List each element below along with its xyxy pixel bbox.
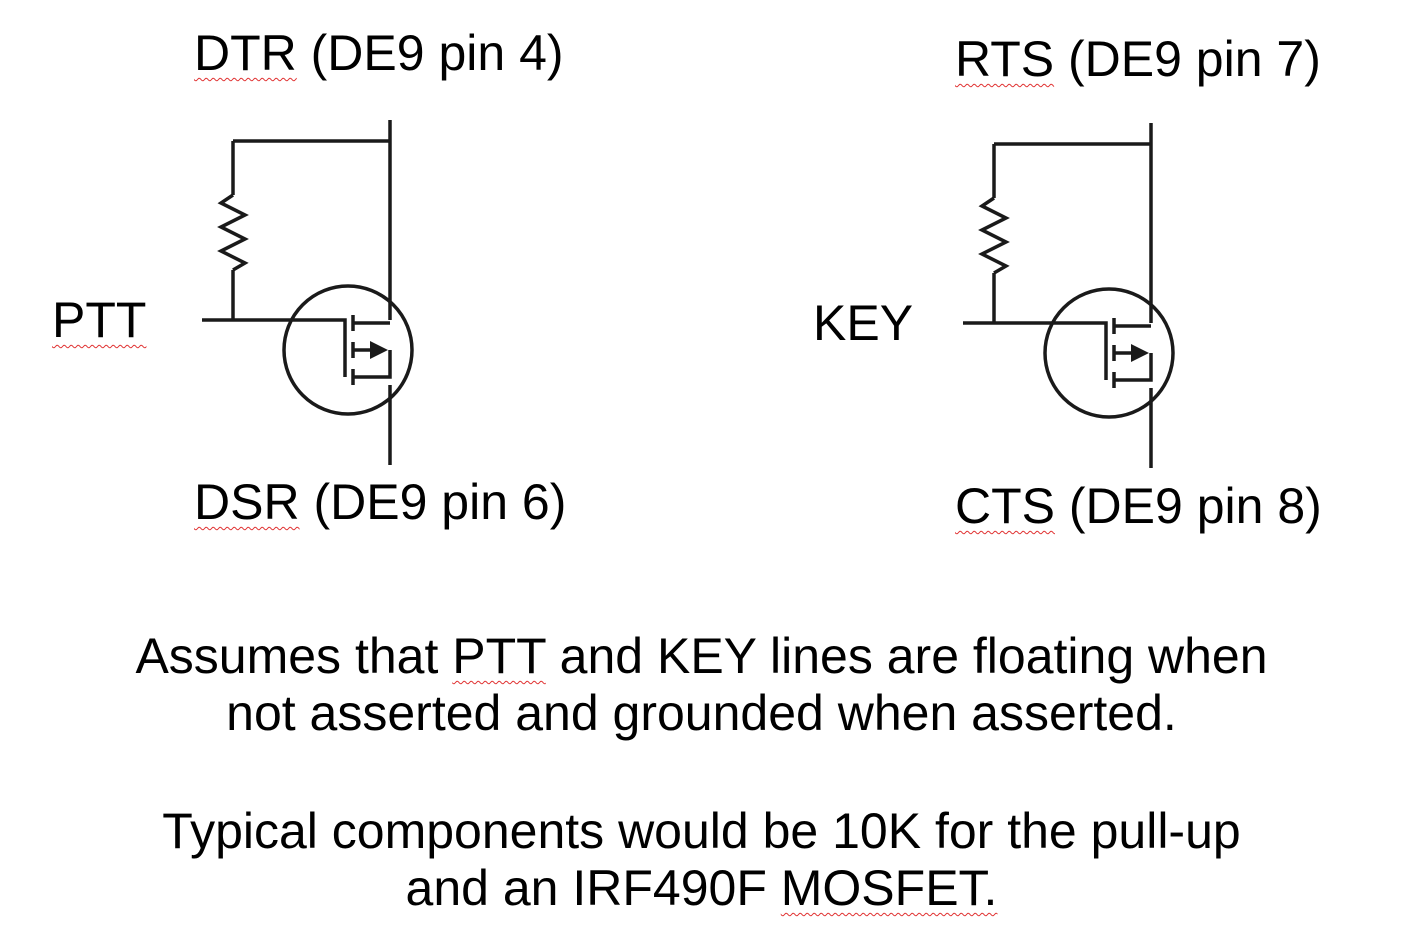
source-stub (353, 350, 392, 379)
resistor-symbol (217, 193, 249, 272)
dtr-pin: (DE9 pin 4) (296, 25, 564, 81)
input-wire (963, 321, 1108, 380)
body-diode-arrow (1131, 344, 1149, 362)
note-line-2: not asserted and grounded when asserted. (226, 685, 1177, 741)
cts-pin: (DE9 pin 8) (1055, 478, 1322, 534)
mosfet-circle (1043, 287, 1175, 419)
input-wire (202, 318, 347, 377)
rts-term: RTS (955, 31, 1055, 87)
rts-label: RTS (DE9 pin 7) (955, 31, 1321, 87)
key-label: KEY (813, 295, 913, 351)
ptt-label: PTT (52, 292, 146, 348)
key-term: KEY (813, 295, 914, 351)
note-line-3: Typical components would be 10K for the … (162, 803, 1241, 859)
dsr-term: DSR (194, 474, 300, 530)
ptt-mosfet-circuit (202, 120, 414, 465)
note-line-4: and an IRF490F MOSFET. (405, 860, 998, 916)
dtr-label: DTR (DE9 pin 4) (194, 25, 564, 81)
resistor-symbol (978, 196, 1010, 275)
source-stub (1114, 353, 1153, 382)
note-ptt-term: PTT (452, 628, 546, 684)
mosfet-circle (282, 284, 414, 416)
note-mosfet-term: MOSFET. (780, 860, 998, 916)
cts-label: CTS (DE9 pin 8) (955, 478, 1322, 534)
dtr-term: DTR (194, 25, 297, 81)
ptt-term: PTT (52, 292, 147, 348)
cts-term: CTS (955, 478, 1055, 534)
dsr-pin: (DE9 pin 6) (299, 474, 567, 530)
dsr-label: DSR (DE9 pin 6) (194, 474, 566, 530)
body-diode-arrow (370, 341, 388, 359)
rts-pin: (DE9 pin 7) (1054, 31, 1321, 87)
key-mosfet-circuit (963, 123, 1175, 468)
note-line-1: Assumes that PTT and KEY lines are float… (135, 628, 1268, 684)
